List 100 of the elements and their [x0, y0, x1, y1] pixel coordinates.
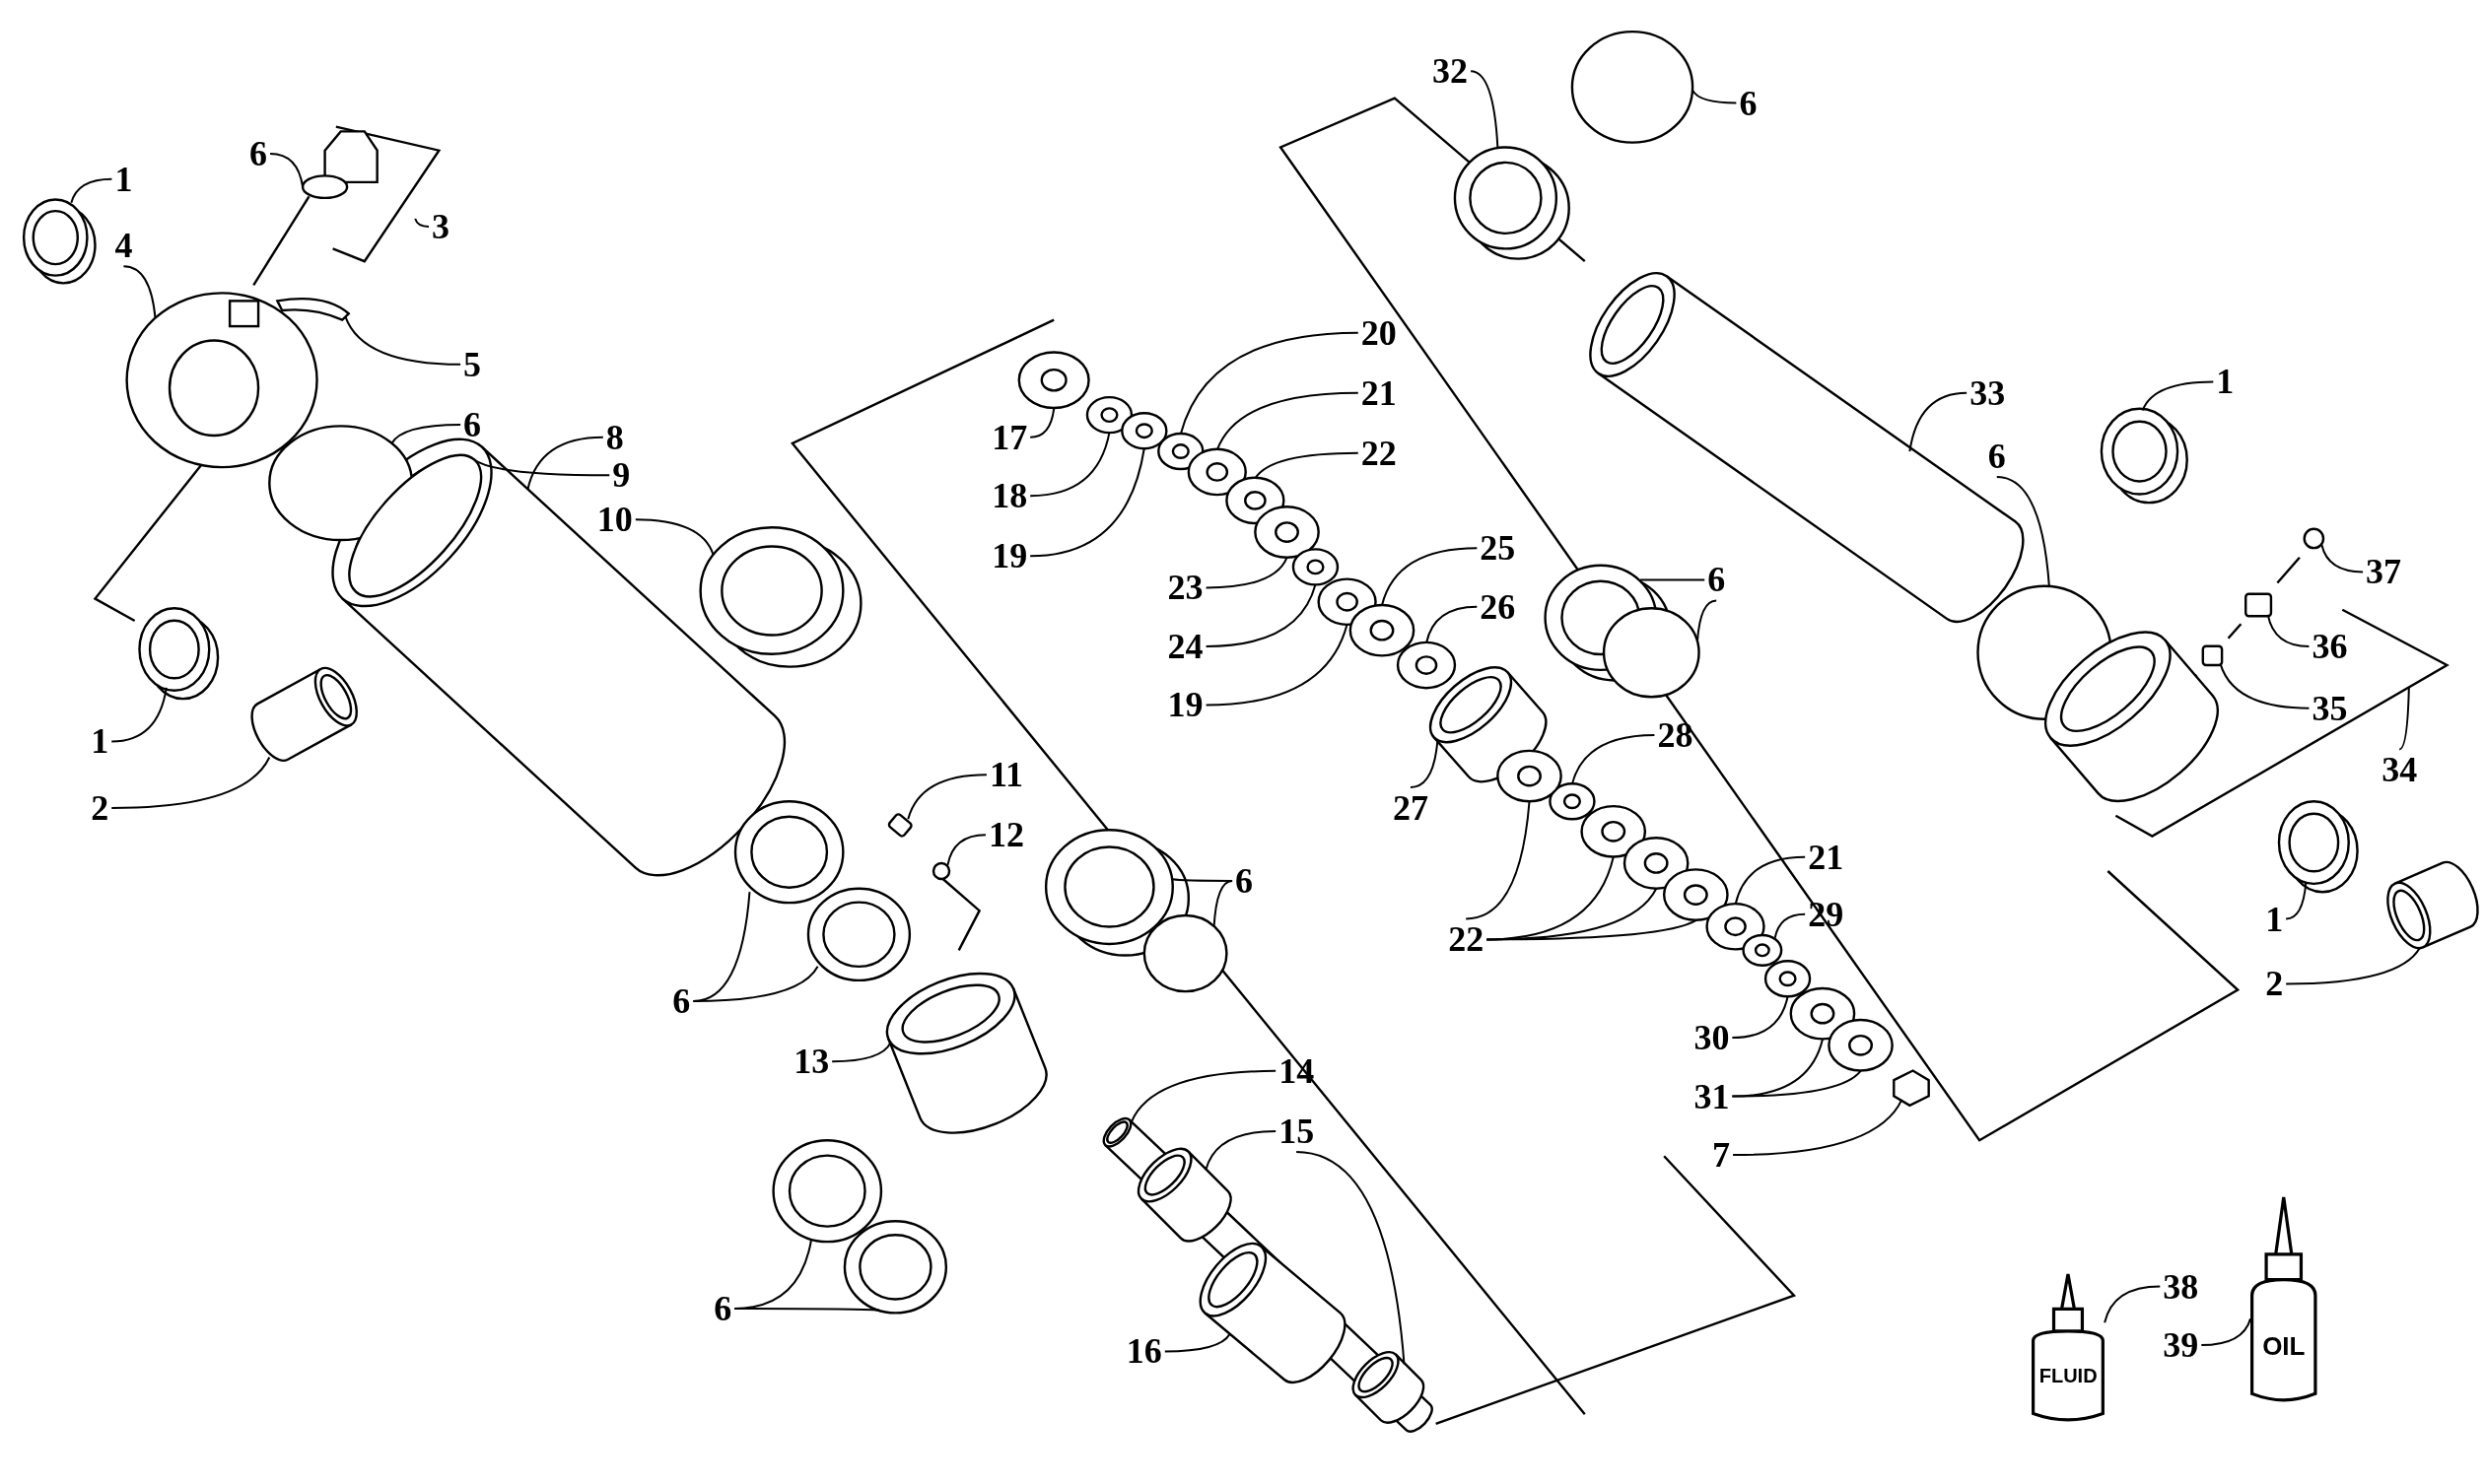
washer — [1291, 548, 1340, 586]
leader-line — [1485, 919, 1697, 941]
washer — [1348, 603, 1415, 657]
bushing-ring — [22, 198, 97, 285]
o-ring — [1602, 607, 1700, 699]
sleeve-bushing — [250, 666, 358, 762]
callout-number: 31 — [1693, 1078, 1730, 1114]
wear-ring — [843, 1220, 948, 1315]
bottle-label: OIL — [2262, 1330, 2306, 1362]
leader-line — [70, 177, 113, 204]
callout-number: 35 — [2312, 690, 2348, 726]
callout-number: 6 — [1235, 862, 1254, 899]
callout-number: 28 — [1657, 717, 1693, 753]
callout-number: 27 — [1392, 789, 1428, 826]
shaft-collar — [1351, 1351, 1425, 1424]
leader-line — [1130, 1069, 1277, 1123]
callout-number: 6 — [714, 1291, 732, 1326]
leader-line — [414, 217, 430, 228]
leader-line — [1732, 1098, 1903, 1157]
leader-line — [1731, 995, 1789, 1040]
callout-number: 10 — [596, 502, 633, 538]
callout-number: 1 — [91, 723, 109, 760]
dust-band-ring — [699, 526, 863, 668]
leader-line — [1409, 740, 1439, 788]
callout-number: 37 — [2366, 554, 2402, 590]
leader-line — [1734, 855, 1807, 907]
leader-line — [344, 315, 462, 366]
leader-line — [692, 965, 819, 1003]
callout-number: 7 — [1712, 1137, 1731, 1174]
leader-line — [1163, 1332, 1231, 1353]
leader-line — [1381, 547, 1479, 607]
end-eye-head — [2044, 631, 2219, 803]
callout-number: 23 — [1167, 570, 1204, 606]
leader-line — [1029, 431, 1111, 498]
leader-line — [1570, 734, 1656, 785]
callout-number: 22 — [1448, 921, 1484, 958]
ball — [2303, 527, 2325, 550]
leader-line — [2285, 946, 2422, 985]
leader-line — [733, 1308, 881, 1312]
callout-number: 15 — [1278, 1113, 1315, 1149]
washer — [1496, 749, 1562, 803]
callout-number: 1 — [2265, 901, 2284, 937]
leader-line — [390, 423, 462, 445]
air-sleeve-tube — [1589, 272, 2025, 623]
callout-number: 1 — [2216, 364, 2235, 400]
ball — [932, 861, 951, 881]
leader-line — [2285, 881, 2308, 920]
leader-line — [1639, 578, 1706, 581]
spring — [1199, 1242, 1346, 1384]
wear-ring — [772, 1139, 883, 1244]
o-ring — [1570, 30, 1694, 144]
callout-number: 6 — [1707, 562, 1726, 598]
leader-line — [122, 265, 157, 320]
callout-number: 30 — [1693, 1020, 1730, 1056]
leader-line — [110, 756, 271, 809]
leader-line — [907, 774, 988, 821]
leader-line — [2141, 380, 2215, 412]
bushing-ring — [138, 607, 220, 701]
callout-number: 6 — [463, 406, 482, 442]
callout-number: 19 — [992, 538, 1028, 574]
leader-line — [1212, 879, 1234, 928]
callout-number: 25 — [1480, 530, 1516, 567]
callout-number: 6 — [672, 983, 691, 1020]
leader-line — [2219, 662, 2311, 709]
leader-line — [946, 834, 987, 866]
leader-line — [1029, 447, 1145, 558]
callout-number: 32 — [1432, 53, 1469, 90]
callout-number: 18 — [992, 478, 1028, 514]
o-ring — [268, 425, 414, 542]
leader-line — [1205, 556, 1288, 589]
callout-number: 6 — [1739, 85, 1758, 121]
callout-number: 1 — [114, 161, 133, 197]
washer — [1763, 960, 1812, 998]
bushing-ring — [2277, 800, 2359, 894]
washer — [1662, 868, 1729, 922]
leader-line — [1205, 1129, 1277, 1171]
callout-number: 13 — [794, 1044, 830, 1080]
callout-number: 34 — [2381, 752, 2418, 788]
piston — [885, 972, 1048, 1134]
sleeve-bushing — [2386, 860, 2479, 950]
leader-line — [2320, 544, 2365, 573]
callout-number: 39 — [2163, 1327, 2199, 1363]
leader-line — [526, 436, 604, 491]
callout-number: 5 — [463, 346, 482, 382]
callout-number: 24 — [1167, 628, 1204, 664]
leader-line — [1691, 89, 1738, 104]
leader-line — [1995, 476, 2050, 587]
leader-line — [1205, 583, 1317, 647]
washer — [1396, 641, 1457, 690]
leader-line — [1425, 605, 1479, 644]
callout-number: 38 — [2163, 1268, 2199, 1305]
washer — [1742, 933, 1783, 967]
leader-line — [1465, 800, 1531, 920]
leader-line — [1731, 1069, 1862, 1098]
callout-number: 4 — [114, 228, 133, 264]
o-ring — [301, 174, 349, 200]
leader-line — [1470, 70, 1499, 149]
seal-head-ring — [1453, 146, 1570, 260]
callout-number: 21 — [1808, 839, 1844, 875]
leader-line — [1908, 391, 1968, 453]
